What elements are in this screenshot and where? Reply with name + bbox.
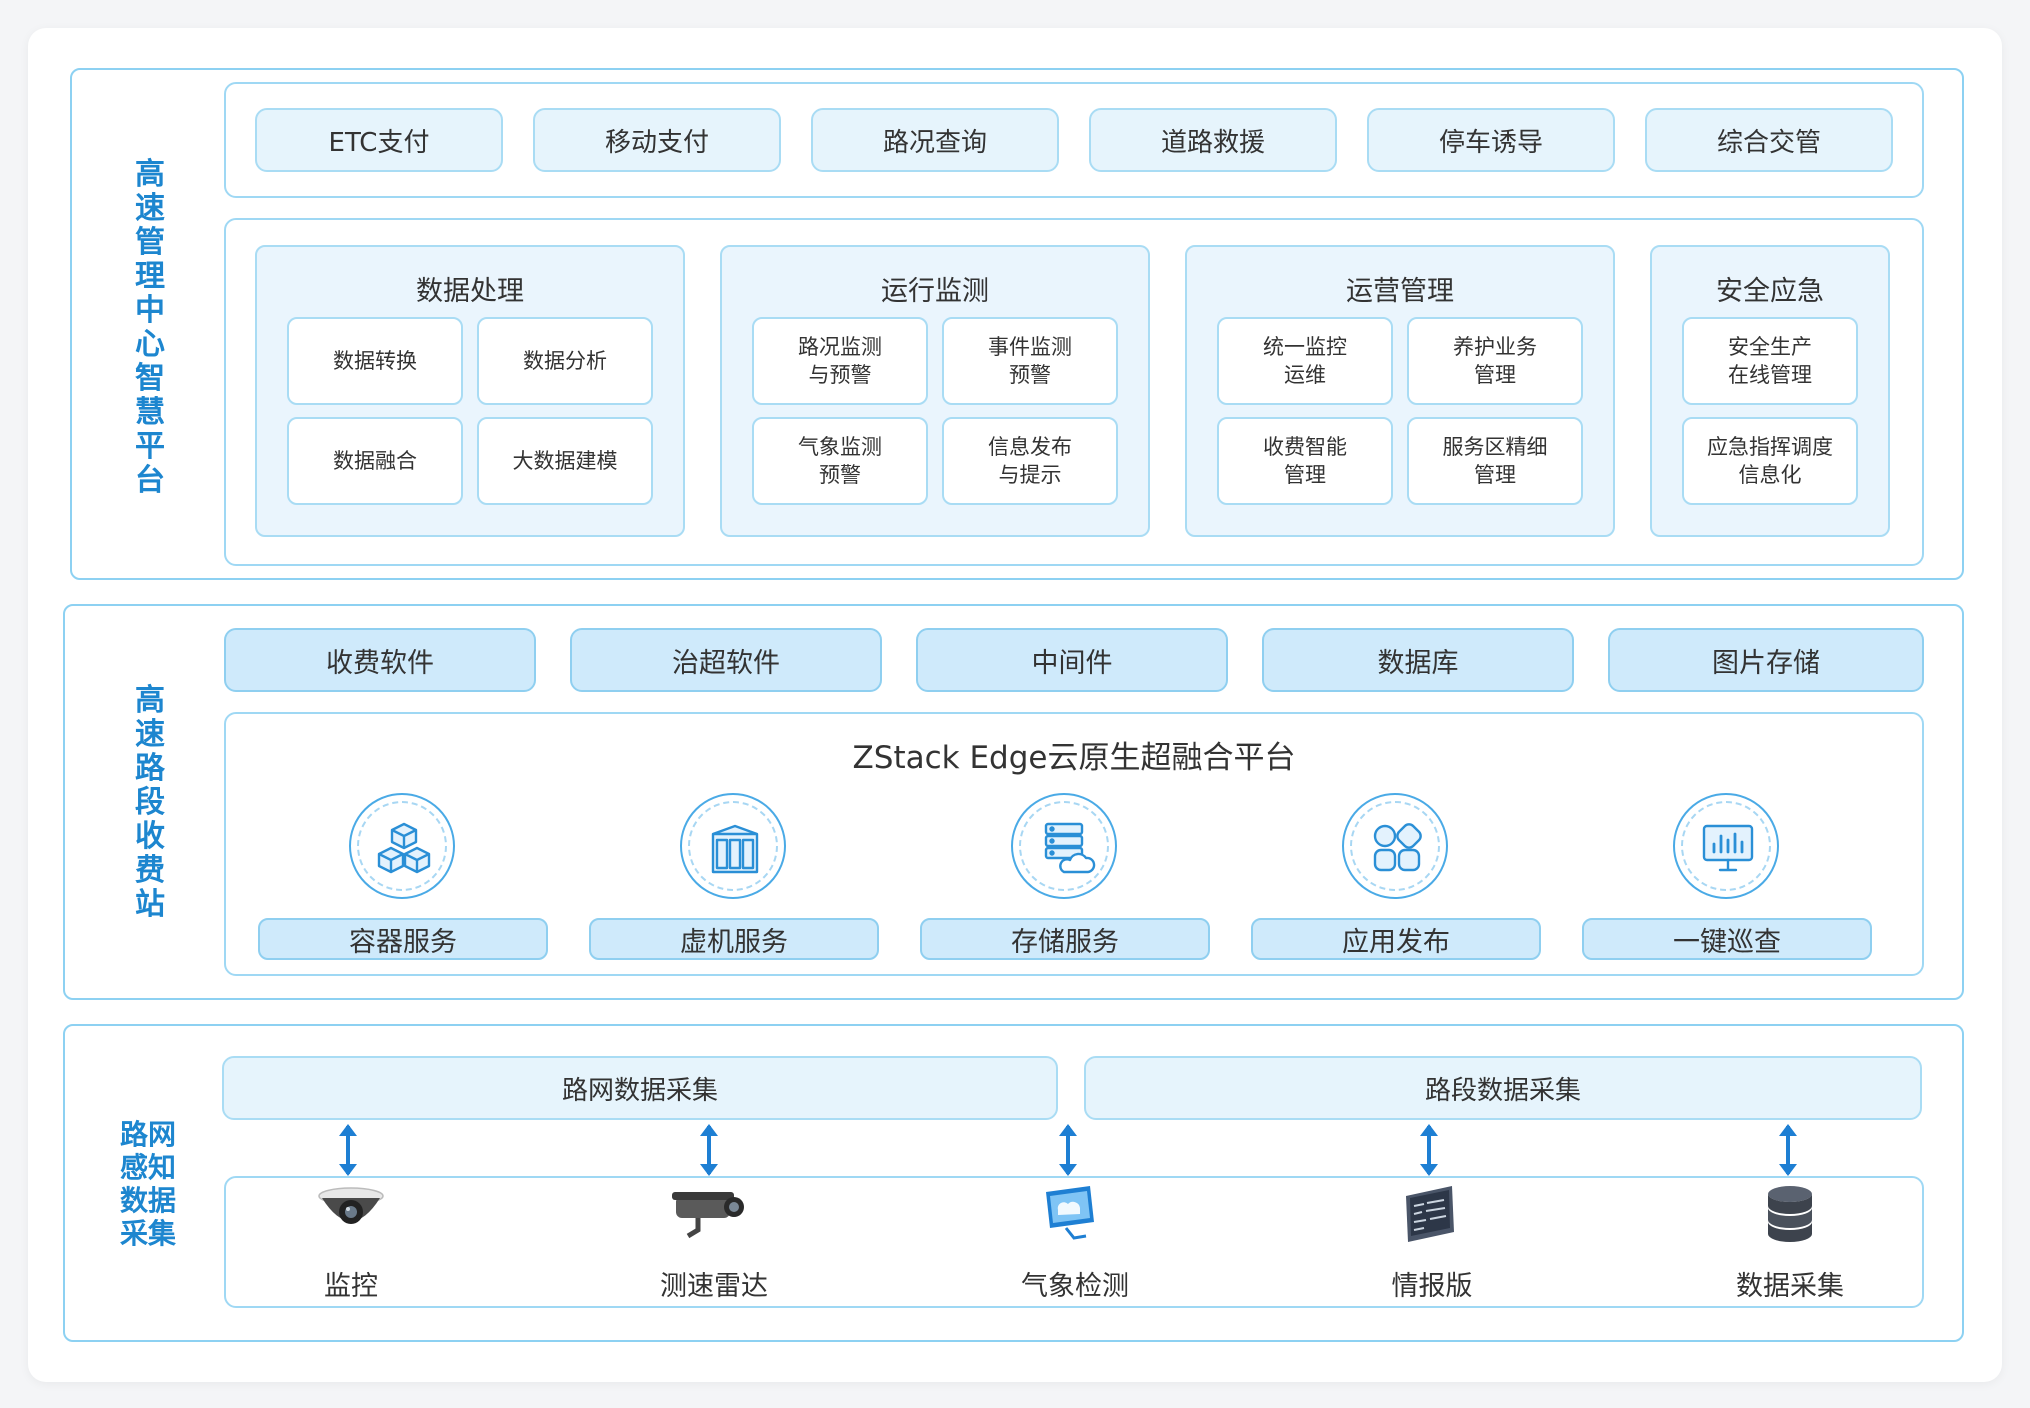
- group-data-processing: 数据处理 数据转换 数据分析 数据融合 大数据建模: [255, 245, 685, 537]
- info-board-icon: [1406, 1186, 1454, 1242]
- bullet-camera-icon: [672, 1192, 744, 1239]
- sub-item: 服务区精细 管理: [1407, 417, 1583, 505]
- app-item: 停车诱导: [1367, 108, 1615, 172]
- bidirectional-arrow-icon: [700, 1124, 718, 1176]
- cubes-icon: [349, 793, 455, 899]
- service-label: 一键巡查: [1582, 918, 1872, 960]
- device-label: 监控: [324, 1271, 378, 1302]
- cloud-storage-icon: [1011, 793, 1117, 899]
- sub-item: 事件监测 预警: [942, 317, 1118, 405]
- sub-item: 统一监控 运维: [1217, 317, 1393, 405]
- apps-row: [224, 82, 1924, 198]
- software-item: 数据库: [1262, 628, 1574, 692]
- service-label: 容器服务: [258, 918, 548, 960]
- server-rack-icon: [680, 793, 786, 899]
- app-item: 路况查询: [811, 108, 1059, 172]
- layer-toll-label: 高速路段收费站: [130, 684, 170, 922]
- layer-management-label-text: 高速管理中心智慧平台: [135, 157, 165, 498]
- monitor-chart-icon: [1673, 793, 1779, 899]
- sub-item: 信息发布 与提示: [942, 417, 1118, 505]
- bidirectional-arrow-icon: [339, 1124, 357, 1176]
- sub-item: 安全生产 在线管理: [1682, 317, 1858, 405]
- sub-item: 路况监测 与预警: [752, 317, 928, 405]
- device-label: 数据采集: [1736, 1271, 1844, 1302]
- collect-road-section: 路段数据采集: [1084, 1056, 1922, 1120]
- group-title: 数据处理: [416, 276, 524, 307]
- device-label: 情报版: [1391, 1271, 1473, 1302]
- device-label: 测速雷达: [660, 1271, 768, 1302]
- sub-item: 养护业务 管理: [1407, 317, 1583, 405]
- device-label: 气象检测: [1021, 1271, 1129, 1302]
- app-item: 综合交管: [1645, 108, 1893, 172]
- layer-management-label: 高速管理中心智慧平台: [130, 158, 170, 498]
- sub-item: 收费智能 管理: [1217, 417, 1393, 505]
- bidirectional-arrow-icon: [1059, 1124, 1077, 1176]
- collect-road-network: 路网数据采集: [222, 1056, 1058, 1120]
- software-item: 收费软件: [224, 628, 536, 692]
- group-title: 安全应急: [1716, 276, 1824, 307]
- layer-perception-label-text: 路网感知数据采集: [119, 1118, 176, 1250]
- service-label: 应用发布: [1251, 918, 1541, 960]
- software-item: 治超软件: [570, 628, 882, 692]
- sub-item: 气象监测 预警: [752, 417, 928, 505]
- service-label: 存储服务: [920, 918, 1210, 960]
- weather-monitor-icon: [1046, 1186, 1094, 1240]
- sub-item: 数据转换: [287, 317, 463, 405]
- layer-perception-label: 路网感知数据采集: [112, 1118, 184, 1250]
- layer-toll-label-text: 高速路段收费站: [135, 683, 165, 922]
- dome-camera-icon: [318, 1187, 384, 1224]
- group-title: 运营管理: [1346, 276, 1454, 307]
- software-item: 图片存储: [1608, 628, 1924, 692]
- bidirectional-arrow-icon: [1420, 1124, 1438, 1176]
- sub-item: 数据融合: [287, 417, 463, 505]
- database-icon: [1768, 1186, 1812, 1242]
- software-item: 中间件: [916, 628, 1228, 692]
- group-safety-emergency: 安全应急 安全生产 在线管理 应急指挥调度 信息化: [1650, 245, 1890, 537]
- app-item: ETC支付: [255, 108, 503, 172]
- sub-item: 数据分析: [477, 317, 653, 405]
- app-item: 道路救援: [1089, 108, 1337, 172]
- platform-title: ZStack Edge云原生超融合平台: [852, 740, 1296, 776]
- group-operation-monitoring: 运行监测 路况监测 与预警 事件监测 预警 气象监测 预警 信息发布 与提示: [720, 245, 1150, 537]
- service-label: 虚机服务: [589, 918, 879, 960]
- group-title: 运行监测: [881, 276, 989, 307]
- app-item: 移动支付: [533, 108, 781, 172]
- bidirectional-arrow-icon: [1779, 1124, 1797, 1176]
- group-operations-management: 运营管理 统一监控 运维 养护业务 管理 收费智能 管理 服务区精细 管理: [1185, 245, 1615, 537]
- sub-item: 应急指挥调度 信息化: [1682, 417, 1858, 505]
- sub-item: 大数据建模: [477, 417, 653, 505]
- app-grid-icon: [1342, 793, 1448, 899]
